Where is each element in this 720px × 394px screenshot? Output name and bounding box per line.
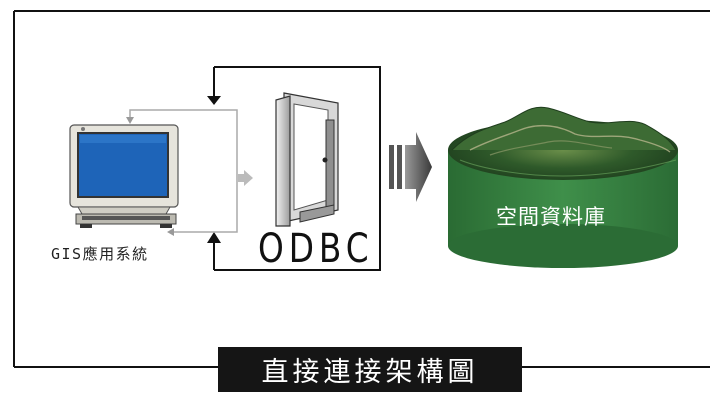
big-arrow-icon [389,132,432,202]
top-connector-arrow [207,67,221,105]
monitor-connectors [126,109,253,236]
terrain-database-cylinder-icon [448,106,678,268]
odbc-connection-box [214,66,381,271]
door-icon [275,92,339,227]
spatial-database-label: 空間資料庫 [496,205,606,229]
bottom-connector-arrow [207,232,221,270]
outer-frame [13,10,710,368]
odbc-label: ODBC [258,226,374,272]
computer-monitor-icon [69,124,179,228]
gis-application-label: GIS應用系統 [51,245,149,263]
diagram-title: 直接連接架構圖 [218,347,522,392]
